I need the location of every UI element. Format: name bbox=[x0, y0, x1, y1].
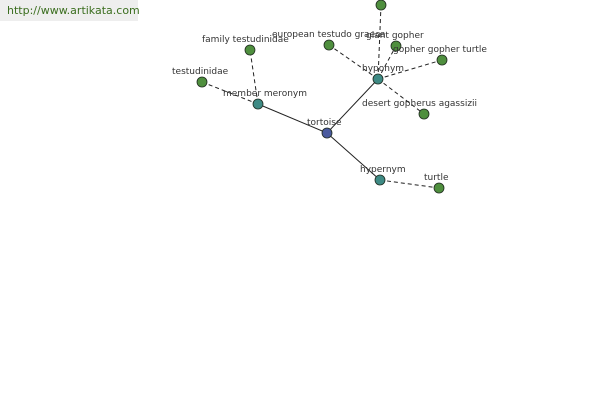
node-unlabeled-top[interactable] bbox=[375, 0, 387, 11]
node-european-testudo-graeca[interactable]: european testudo graeca bbox=[272, 30, 386, 51]
node-marker-unlabeled-top[interactable] bbox=[375, 0, 387, 11]
node-marker-member-meronym[interactable] bbox=[252, 98, 264, 110]
source-link[interactable]: http://www.artikata.com bbox=[0, 0, 140, 21]
graph-edges bbox=[201, 4, 443, 189]
edge-hyponym-to-european-testudo-graeca bbox=[328, 44, 379, 80]
node-label-turtle: turtle bbox=[424, 173, 449, 183]
node-label-member-meronym: member meronym bbox=[223, 89, 307, 99]
node-marker-giant-gopher[interactable] bbox=[390, 40, 402, 52]
edge-hyponym-to-giant-gopher bbox=[377, 45, 397, 80]
edge-hypernym-to-turtle bbox=[379, 179, 440, 189]
node-label-testudinidae: testudinidae bbox=[172, 67, 229, 77]
node-desert-gopherus-agassizii[interactable]: desert gopherus agassizii bbox=[362, 99, 477, 120]
edge-member-meronym-to-testudinidae bbox=[201, 81, 259, 105]
edge-hyponym-to-desert-gopherus-agassizii bbox=[377, 78, 425, 115]
node-marker-family-testudinidae[interactable] bbox=[244, 44, 256, 56]
node-giant-gopher[interactable]: giant gopher bbox=[366, 31, 424, 52]
edge-member-meronym-to-family-testudinidae bbox=[249, 49, 259, 105]
node-tortoise[interactable]: tortoise bbox=[307, 118, 342, 139]
edge-tortoise-to-member-meronym bbox=[257, 103, 328, 134]
node-label-european-testudo-graeca: european testudo graeca bbox=[272, 30, 386, 40]
node-label-giant-gopher: giant gopher bbox=[366, 31, 424, 41]
edge-tortoise-to-hyponym bbox=[326, 78, 379, 134]
node-testudinidae[interactable]: testudinidae bbox=[172, 67, 229, 88]
edge-hyponym-to-unlabeled-top bbox=[377, 4, 382, 80]
node-family-testudinidae[interactable]: family testudinidae bbox=[202, 35, 289, 56]
node-marker-turtle[interactable] bbox=[433, 182, 445, 194]
node-marker-testudinidae[interactable] bbox=[196, 76, 208, 88]
node-gopher-gopher-turtle[interactable]: gopher gopher turtle bbox=[393, 45, 487, 66]
graph-nodes: tortoise member meronym hyponym hypernym fam… bbox=[172, 0, 487, 194]
node-hypernym[interactable]: hypernym bbox=[360, 165, 406, 186]
node-hyponym[interactable]: hyponym bbox=[362, 64, 404, 85]
node-label-hyponym: hyponym bbox=[362, 64, 404, 74]
node-marker-gopher-gopher-turtle[interactable] bbox=[436, 54, 448, 66]
node-label-gopher-gopher-turtle: gopher gopher turtle bbox=[393, 45, 487, 55]
node-turtle[interactable]: turtle bbox=[424, 173, 449, 194]
node-marker-desert-gopherus-agassizii[interactable] bbox=[418, 108, 430, 120]
node-marker-hyponym[interactable] bbox=[372, 73, 384, 85]
node-marker-tortoise[interactable] bbox=[321, 127, 333, 139]
node-marker-european-testudo-graeca[interactable] bbox=[323, 39, 335, 51]
node-label-tortoise: tortoise bbox=[307, 118, 342, 128]
node-label-desert-gopherus-agassizii: desert gopherus agassizii bbox=[362, 99, 477, 109]
node-member-meronym[interactable]: member meronym bbox=[223, 89, 307, 110]
node-label-hypernym: hypernym bbox=[360, 165, 406, 175]
node-marker-hypernym[interactable] bbox=[374, 174, 386, 186]
edge-tortoise-to-hypernym bbox=[326, 132, 381, 181]
node-label-family-testudinidae: family testudinidae bbox=[202, 35, 289, 45]
